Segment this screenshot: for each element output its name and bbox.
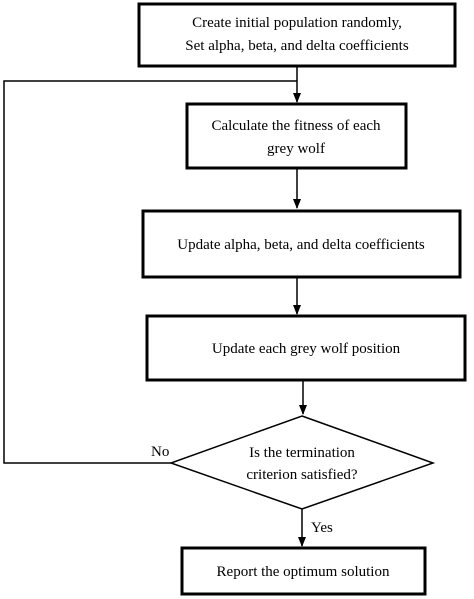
init-step-line1: Create initial population randomly, [192,15,402,31]
report-step-text: Report the optimum solution [217,564,390,580]
update-coefficients-step-text: Update alpha, beta, and delta coefficien… [177,237,425,253]
decision-diamond: Is the termination criterion satisfied? [168,415,436,510]
no-label: No [151,444,169,460]
init-step-box: Create initial population randomly, Set … [137,2,457,68]
decision-line1: Is the termination [249,445,355,461]
report-step-box: Report the optimum solution [180,546,427,596]
no-loop-connector [3,80,297,464]
fitness-step-box: Calculate the fitness of each grey wolf [185,102,408,170]
yes-label: Yes [311,520,333,536]
fitness-step-line1: Calculate the fitness of each [211,118,381,134]
init-step-line2: Set alpha, beta, and delta coefficients [185,38,409,54]
update-position-step-text: Update each grey wolf position [212,341,401,357]
update-coefficients-step-box: Update alpha, beta, and delta coefficien… [141,209,462,279]
decision-line2: criterion satisfied? [246,467,358,483]
update-position-step-box: Update each grey wolf position [145,314,467,382]
fitness-step-line2: grey wolf [267,141,325,157]
